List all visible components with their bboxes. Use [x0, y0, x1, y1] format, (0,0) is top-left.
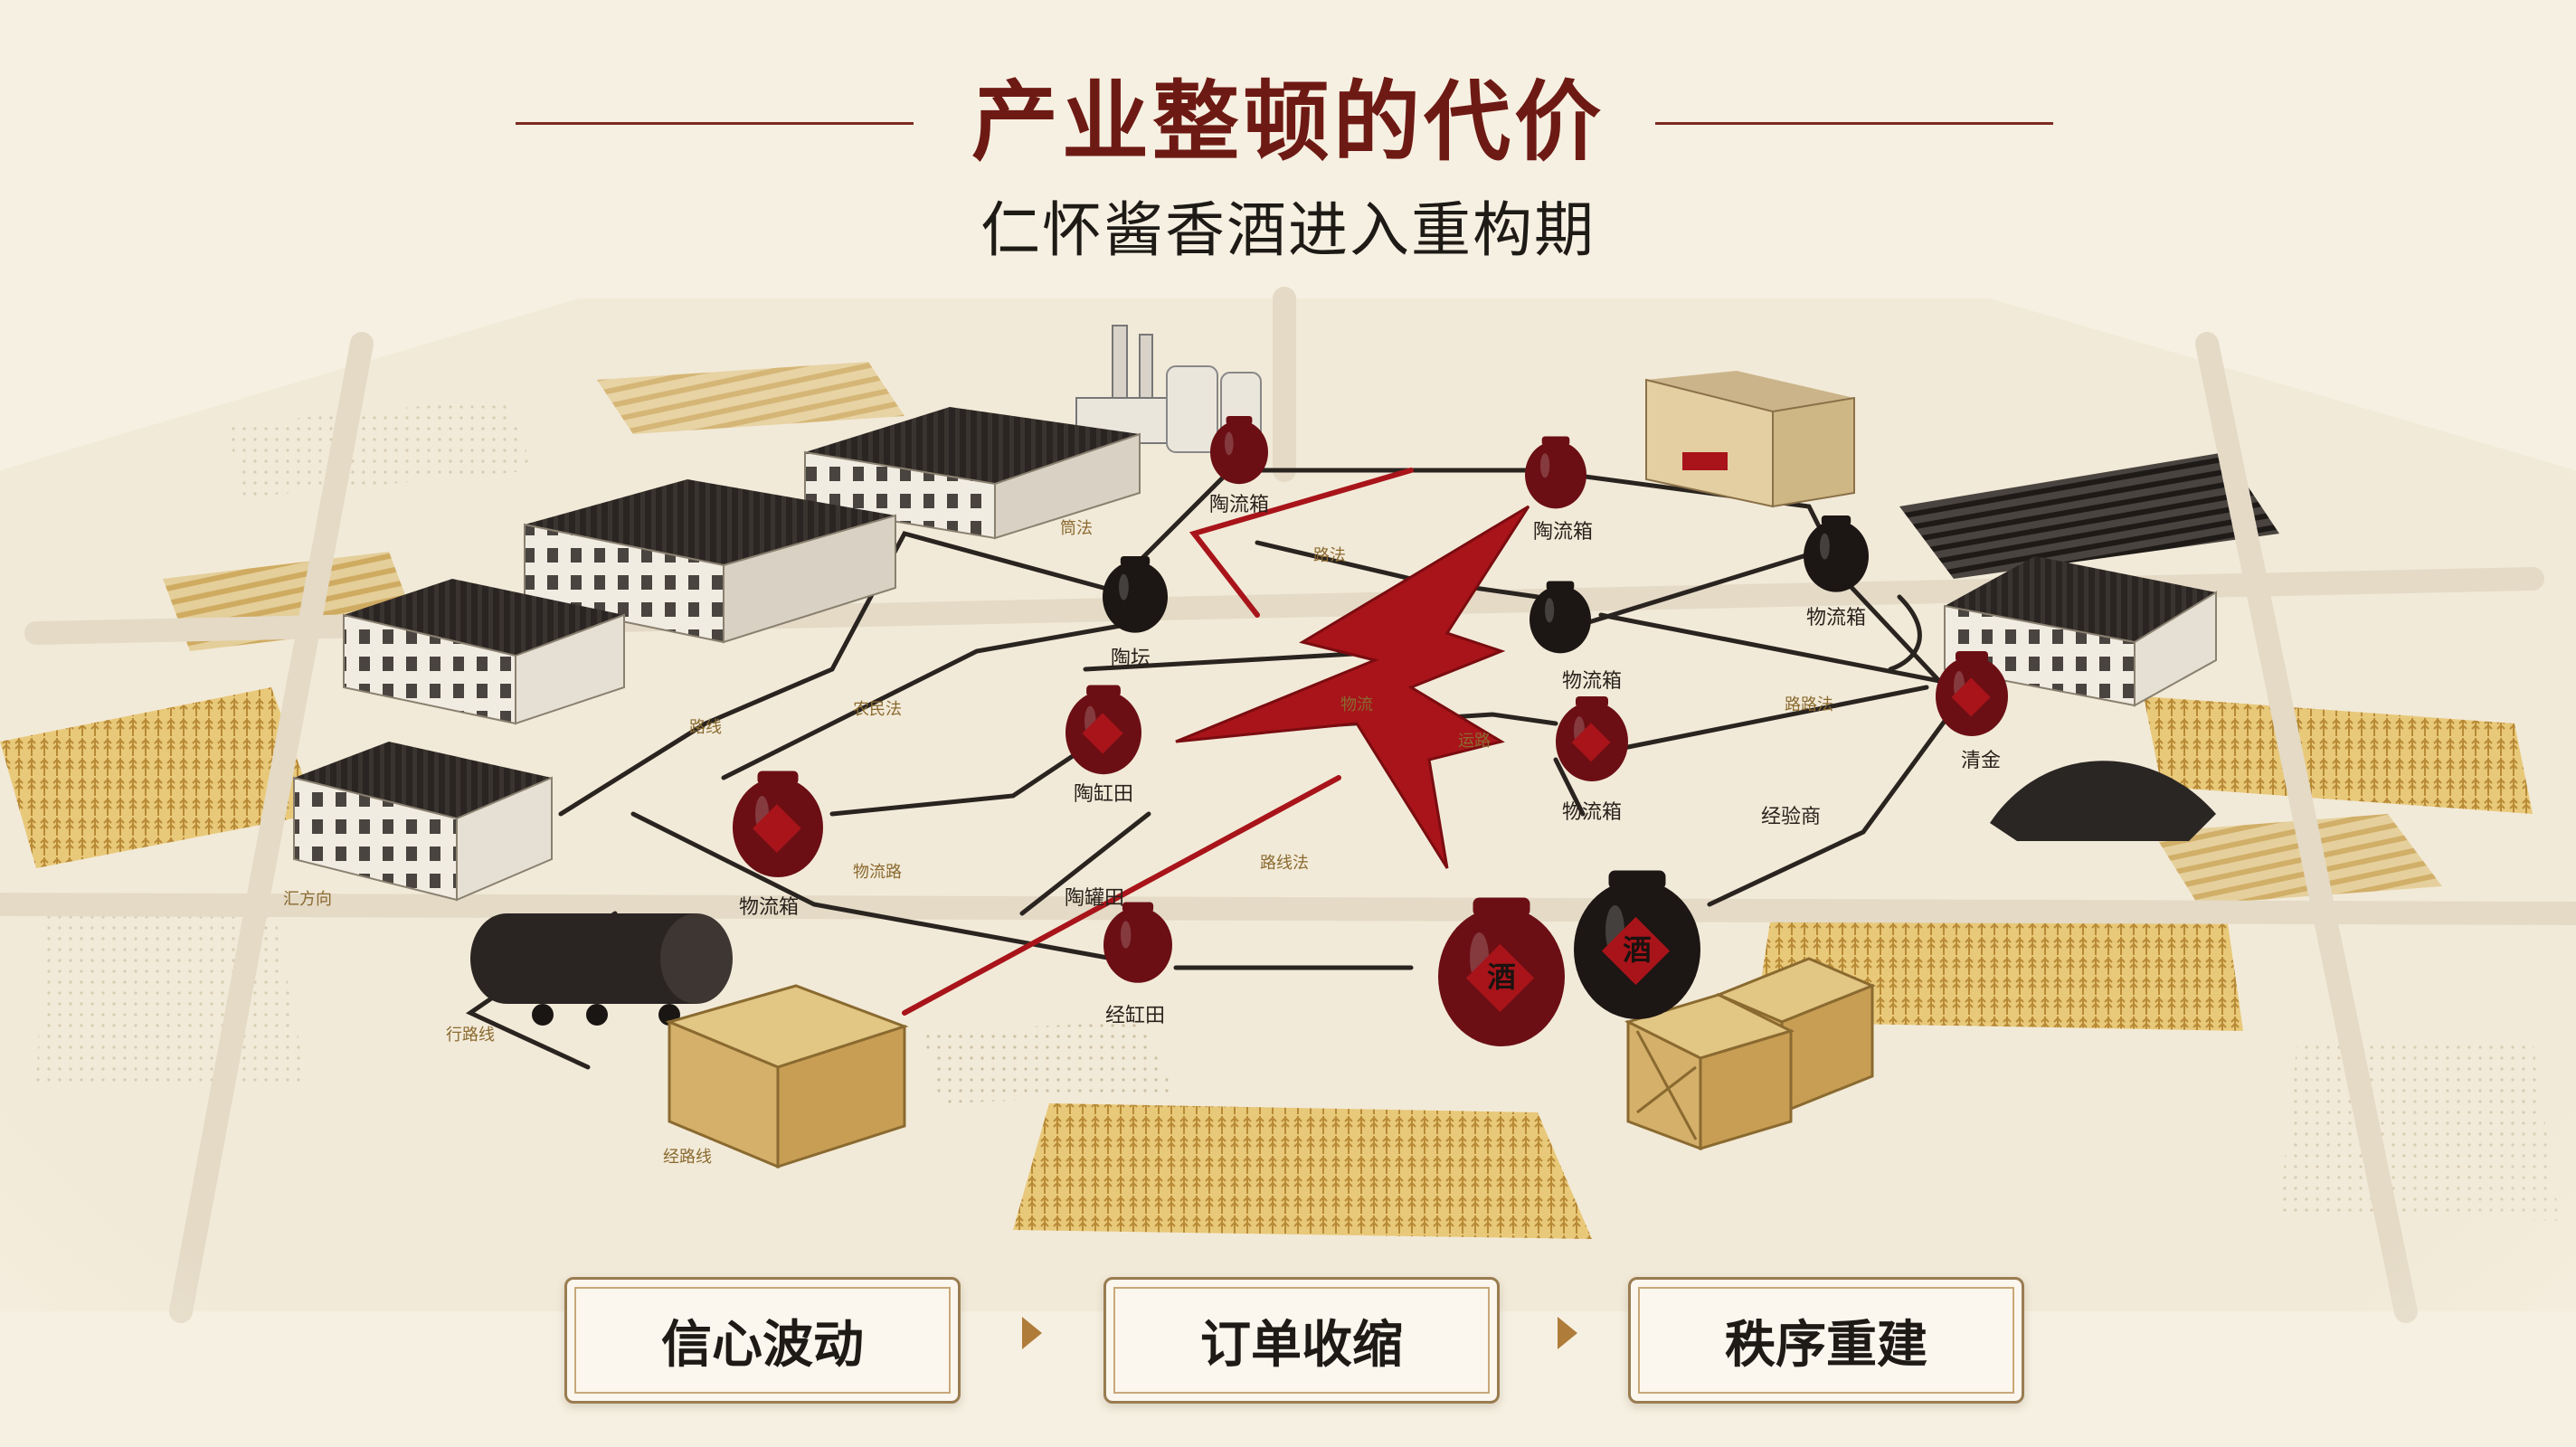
- flow-step-rebuild: 秩序重建: [1628, 1277, 2024, 1404]
- header: 产业整顿的代价 仁怀酱香酒进入重构期: [0, 63, 2576, 280]
- flow-step-orders: 订单收缩: [1103, 1277, 1500, 1404]
- triangle-right-icon: [1558, 1317, 1577, 1349]
- flow-step-confidence: 信心波动: [564, 1277, 961, 1404]
- triangle-right-icon: [1022, 1317, 1042, 1349]
- page-title: 产业整顿的代价: [971, 71, 1605, 173]
- title-rule-left: [516, 122, 914, 125]
- title-rule-right: [1655, 122, 2053, 125]
- page-subtitle: 仁怀酱香酒进入重构期: [980, 195, 1596, 265]
